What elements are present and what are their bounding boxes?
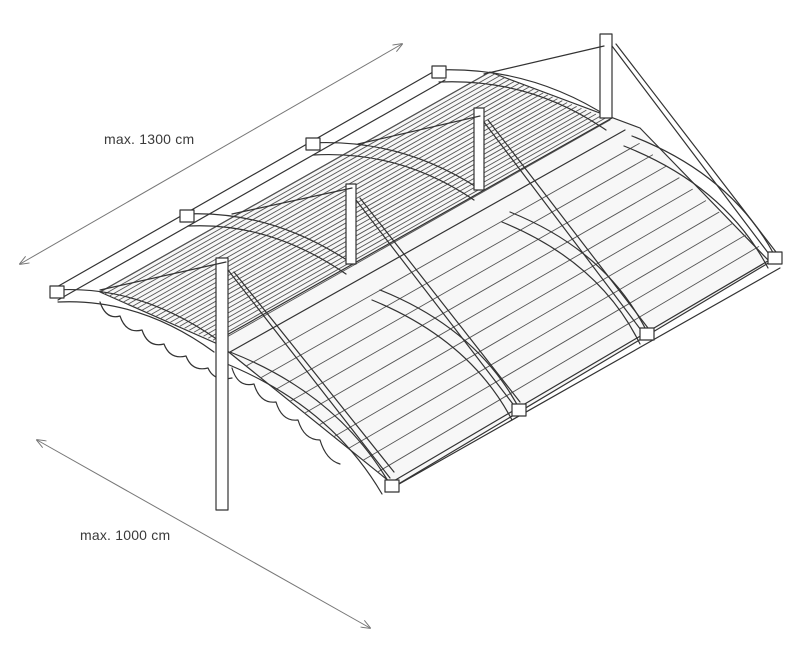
roof-slat — [100, 72, 490, 292]
roof-slat — [133, 85, 524, 306]
roof-slat — [142, 89, 533, 310]
rafters-right — [222, 136, 778, 494]
posts — [216, 34, 612, 510]
roof-slat — [119, 80, 509, 300]
roof-slat — [124, 82, 514, 302]
roof-panel-line — [276, 166, 666, 389]
roof-slat — [190, 108, 582, 330]
dimension-line-width — [37, 440, 370, 628]
roof-panel-line — [247, 143, 640, 365]
roof-slat — [171, 101, 562, 322]
roof-slat — [109, 76, 499, 296]
roof-panel-line — [334, 212, 719, 437]
roof-slat — [209, 116, 601, 338]
valance-left — [100, 302, 340, 464]
brackets — [50, 66, 782, 492]
roof-panel-line — [377, 247, 758, 473]
roof-slat — [166, 99, 557, 320]
roof-slat — [105, 74, 495, 294]
roof-panel-line — [348, 224, 732, 449]
roof-slat — [180, 105, 571, 326]
ridge-beam — [218, 118, 625, 352]
roof-slat — [194, 110, 586, 332]
roof-slat — [114, 78, 504, 298]
eave-beam-left — [55, 68, 445, 300]
width-dimension-label: max. 1000 cm — [80, 527, 171, 543]
roof-panel-line — [290, 178, 679, 401]
roof-panel-line — [363, 235, 746, 460]
roof-slat — [138, 87, 529, 308]
rafters-left — [55, 70, 610, 352]
pergola-structure — [50, 34, 782, 510]
roof-slat — [218, 120, 610, 342]
braces — [100, 44, 776, 478]
roof-slat — [147, 91, 538, 312]
roof-slat — [199, 112, 591, 334]
eave-beam-right — [385, 258, 780, 492]
roof-panel-line — [261, 155, 652, 378]
length-dimension-label: max. 1300 cm — [104, 131, 195, 147]
roof-panel-line — [319, 201, 705, 425]
roof-slat — [185, 107, 576, 328]
roof-panel-line — [305, 189, 693, 413]
roof-slat — [213, 118, 605, 340]
dimension-line-length — [20, 44, 402, 264]
roof-slat — [204, 114, 596, 336]
roof-slats — [100, 72, 759, 472]
